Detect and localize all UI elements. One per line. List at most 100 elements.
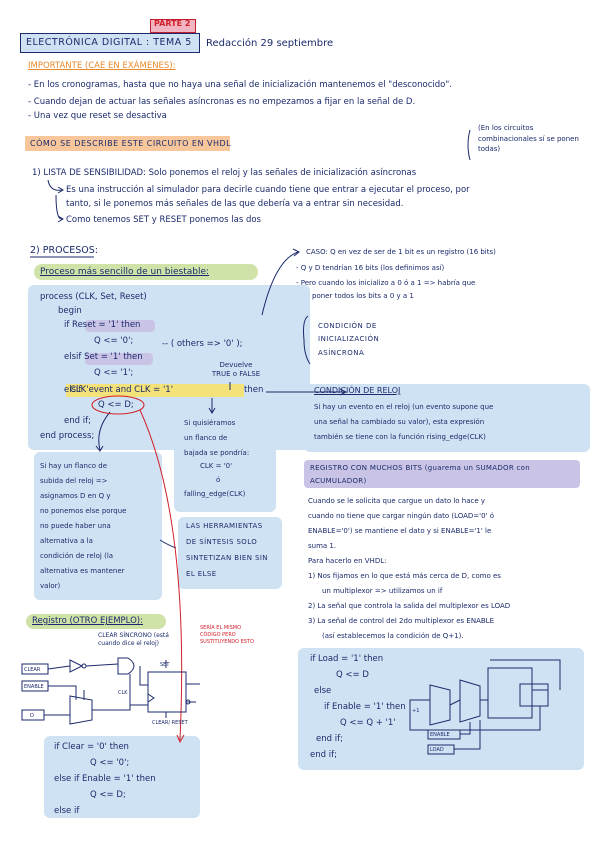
clk-event-hl [66,384,244,397]
left-box-line-7: condición de reloj (la [40,552,114,560]
otro-code-1: if Clear = '0' then [54,742,129,752]
registro-bits-line-2: cuando no tiene que cargar ningún dato (… [308,512,494,520]
flipflop-box [147,671,187,713]
registro-otro-title: Registro (OTRO EJEMPLO): [32,616,143,626]
registro-bits-line-10: (así establecemos la condición de Q+1). [322,632,464,640]
registro-otro-hl [26,614,166,629]
code-line-if-reset: if Reset = '1' then [64,320,141,330]
arrow-to-caso [261,251,299,316]
herramientas-line-1: LAS HERRAMIENTAS [186,522,263,530]
reset-hl [85,320,155,332]
code-line-qd: Q <= D; [98,400,134,410]
label-enable: ENABLE [24,684,44,690]
code-line-q1: Q <= '1'; [94,368,134,378]
code-line-elsif-set: elsif Set = '1' then [64,352,143,362]
left-box-line-3: asignamos D en Q y [40,492,111,500]
sens-line-2: tanto, si le ponemos más señales de las … [66,199,404,209]
cond-reloj-box [304,384,590,452]
code-line-clk-event: CLK'event and CLK = '1' [70,385,174,395]
title-band [20,33,200,53]
herramientas-box [178,517,282,589]
cond-reloj-line-1: Si hay un evento en el reloj (un evento … [314,403,494,411]
registro-bits-line-5: Para hacerlo en VHDL: [308,557,387,565]
registro-otro-code-box [44,736,200,818]
left-box-line-5: no puede haber una [40,522,111,530]
important-item-1: - En los cronogramas, hasta que no haya … [28,80,452,90]
and-gate [117,657,135,675]
arrowhead-left-box [95,445,104,452]
important-item-2: - Cuando dejan de actuar las señales así… [28,97,416,107]
circuit-labels: CLEAR ENABLE D CLK SET CLEAR/ RESET LOAD… [24,662,450,753]
arrowhead-flanco [208,407,216,414]
left-box-line-2: subida del reloj => [40,477,108,485]
flanco-line-4: CLK = '0' [200,462,232,470]
code-line-q0: Q <= '0'; [94,336,134,346]
otro-code-3: else if Enable = '1' then [54,774,156,784]
left-box-line-9: valor) [40,582,61,590]
set-hl [85,353,153,365]
vhdl-heading: CÓMO SE DESCRIBE ESTE CIRCUITO EN VHDL [30,139,232,148]
red-arrowhead [176,734,185,744]
label-clear-reset: CLEAR/ RESET [152,720,189,726]
sens-title: 1) LISTA DE SENSIBILIDAD: Solo ponemos e… [32,168,417,178]
red-arrow [139,409,183,741]
flanco-box [174,414,276,512]
part-label: PARTE 2 [154,19,191,28]
vhdl-heading-band [25,136,230,151]
left-box-line-8: alternativa es mantener [40,567,125,575]
registro-bits-code-box [298,648,584,770]
cond-reloj-line-3: también se tiene con la función rising_e… [314,433,486,441]
registro-bits-line-3: ENABLE='0') se mantiene el dato y si ENA… [308,527,492,535]
bits-code-7: end if; [310,750,337,760]
caso-line-3: - Pero cuando los inicializo a 0 ó a 1 =… [296,279,476,287]
registro-bits-line-9: 3) La señal de control del 2do multiplex… [308,617,494,625]
label-clear: CLEAR [24,667,41,673]
arrowhead-sens-2 [57,215,64,223]
cond-reloj-line-2: una señal ha cambiado su valor), esta ex… [314,418,485,426]
registro-bits-line-1: Cuando se le solicita que cargue un dato… [308,497,486,505]
label-load: LOAD [430,747,444,753]
bits-code-6: end if; [316,734,343,744]
otro-code-4: Q <= D; [90,790,126,800]
flanco-line-3: bajada se pondría: [184,449,250,457]
code-line-endif: end if; [64,416,91,426]
date-note: Redacción 29 septiembre [206,38,334,49]
label-d: D [30,713,34,719]
registro-bits-title: REGISTRO CON MUCHOS BITS (guarema un SUM… [310,464,530,486]
arrow-left-box [98,411,111,451]
flanco-line-2: un flanco de [184,434,228,442]
bits-code-5: Q <= Q + '1' [340,718,396,728]
devuelve-box [206,359,263,381]
register-box-2 [519,683,549,707]
flanco-line-6: falling_edge(CLK) [184,490,246,498]
page-title: ELECTRÓNICA DIGITAL : TEMA 5 [26,37,192,48]
init-bracket [303,315,311,365]
important-item-3: - Una vez que reset se desactiva [28,111,167,121]
code-line-elsif: elsif [64,385,82,395]
cond-inicializacion: CONDICIÓN DE INICIALIZACIÓN ASÍNCRONA [318,322,380,357]
bits-code-2: Q <= D [336,670,369,680]
procesos-title: 2) PROCESOS: [30,245,98,256]
registro-bits-line-7: un multiplexor => utilizamos un if [322,587,443,595]
flipflop-title: Proceso más sencillo de un biestable: [40,267,210,277]
important-heading: IMPORTANTE (CAE EN EXÁMENES): [28,61,176,71]
mux-2 [459,679,481,723]
herramientas-line-3: SINTETIZAN BIEN SIN [186,554,268,562]
caso-line-2: - Q y D tendrían 16 bits (los definimos … [296,264,445,272]
otro-code-5: else if [54,806,80,816]
others-note: -- ( others => '0' ); [162,339,243,349]
left-box-line-6: alternativa a la [40,537,93,545]
code-line-then: then [244,385,264,395]
caso-line-1: CASO: Q en vez de ser de 1 bit es un reg… [306,248,496,256]
bits-circuit [409,659,561,755]
buffer-gate [69,659,84,673]
flipflop-title-hl [34,264,258,280]
arrow-herramientas [159,539,177,549]
arrowhead-caso [292,248,300,257]
flanco-line-5: ó [216,476,221,484]
arrow-sens-2 [55,194,63,220]
bits-code-1: if Load = '1' then [310,654,384,664]
otro-circuit [21,657,200,725]
sens-line-3: Como tenemos SET y RESET ponemos las dos [66,215,261,225]
arrowhead-cond-reloj [339,388,348,396]
